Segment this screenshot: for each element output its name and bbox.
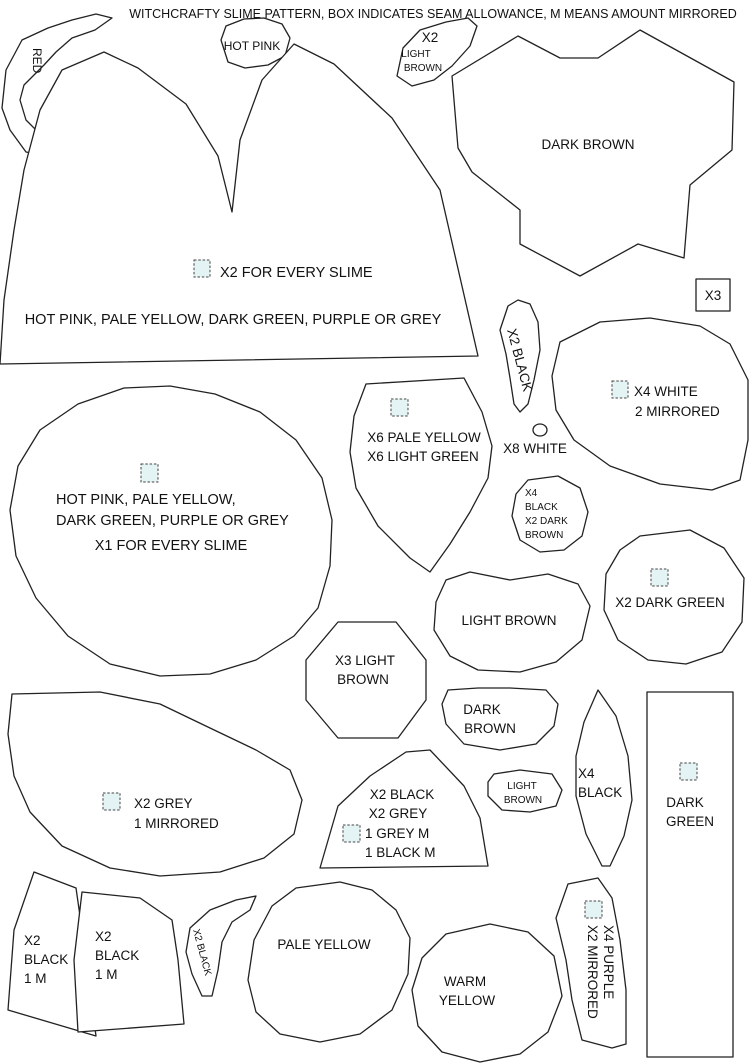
label-circle-count: X1 FOR EVERY SLIME	[95, 538, 248, 554]
label-x2-light-brown-1: X2	[422, 30, 439, 45]
label-pale-yellow-2: X6 LIGHT GREEN	[367, 449, 479, 464]
piece-dark-brown-large	[451, 29, 735, 277]
label-x2-light-brown-2: LIGHT	[401, 49, 430, 60]
label-x4-black-leaf-1: X4	[578, 766, 595, 781]
piece-light-brown-teardrop	[396, 17, 478, 87]
label-x4-purple-2: X2 MIRRORED	[585, 925, 600, 1019]
seam-box-body	[193, 259, 211, 278]
piece-hexagon	[305, 621, 427, 739]
piece-warm-yellow-circle	[411, 923, 563, 1063]
label-x8-white: X8 WHITE	[503, 441, 567, 456]
piece-light-brown-bean	[433, 571, 591, 673]
piece-black-left	[7, 871, 97, 1037]
seam-box-strip	[679, 762, 698, 781]
seam-box-dark-green	[650, 568, 669, 587]
label-x3-square: X3	[705, 288, 722, 303]
piece-black-leaf	[575, 689, 633, 867]
seam-box-purple	[584, 900, 603, 919]
label-black-right-1: X2	[95, 929, 112, 944]
label-black-left-1: X2	[24, 933, 41, 948]
label-x2-grey-2: 1 MIRRORED	[134, 816, 219, 831]
label-light-brown-tiny-1: LIGHT	[507, 781, 536, 792]
label-black-left-3: 1 M	[24, 971, 47, 986]
label-x4-white-1: X4 WHITE	[634, 384, 698, 399]
label-body-count: X2 FOR EVERY SLIME	[220, 265, 373, 281]
label-x2-light-brown-3: BROWN	[404, 63, 442, 74]
label-circle-colors-2: DARK GREEN, PURPLE OR GREY	[56, 513, 289, 529]
piece-large-circle	[9, 385, 333, 677]
piece-light-brown-tiny	[487, 769, 563, 813]
label-body-colors: HOT PINK, PALE YELLOW, DARK GREEN, PURPL…	[25, 312, 442, 328]
piece-black-curve	[499, 299, 541, 413]
label-light-brown-bean: LIGHT BROWN	[461, 613, 556, 628]
seam-box-circle	[140, 463, 159, 483]
seam-box-shield	[390, 398, 409, 417]
piece-hot-pink-oval	[220, 17, 291, 69]
label-hexagon-1: X3 LIGHT	[335, 653, 395, 668]
label-circle-colors-1: HOT PINK, PALE YELLOW,	[56, 492, 236, 508]
seam-box-dome	[342, 824, 361, 843]
piece-pale-yellow-circle	[247, 881, 411, 1043]
piece-red	[1, 13, 113, 156]
label-x4-purple-1: X4 PURPLE	[601, 925, 616, 999]
label-dome-4: 1 BLACK M	[365, 845, 436, 860]
label-red: RED	[30, 48, 44, 74]
piece-small-octagon	[511, 475, 589, 553]
label-black-left-2: BLACK	[24, 952, 68, 967]
label-x4-black-1: X4	[525, 488, 538, 499]
piece-white-large	[551, 317, 749, 491]
piece-black-right	[73, 891, 185, 1033]
label-pale-yellow-1: X6 PALE YELLOW	[367, 430, 481, 445]
label-x4-black-3: X2 DARK	[525, 516, 568, 527]
label-x4-black-2: BLACK	[525, 502, 558, 513]
label-x4-black-4: BROWN	[525, 530, 563, 541]
label-dome-2: X2 GREY	[369, 806, 428, 821]
piece-dark-green-strip	[646, 691, 734, 1058]
label-dark-green-strip-1: DARK	[666, 795, 704, 810]
label-black-right-3: 1 M	[95, 967, 118, 982]
piece-small-square	[695, 278, 731, 312]
seam-box-grey	[102, 792, 121, 811]
label-dark-brown-small-1: DARK	[463, 702, 501, 717]
label-dome-3: 1 GREY M	[365, 826, 429, 841]
seam-box-white	[611, 380, 629, 399]
label-x4-black-leaf-2: BLACK	[578, 785, 622, 800]
page-title: WITCHCRAFTY SLIME PATTERN, BOX INDICATES…	[129, 7, 736, 21]
piece-shield	[349, 377, 493, 573]
label-warm-yellow-1: WARM	[444, 974, 486, 989]
label-x2-grey-1: X2 GREY	[134, 796, 193, 811]
piece-black-small-curve	[185, 895, 257, 997]
piece-purple	[555, 877, 627, 1049]
label-dome-1: X2 BLACK	[370, 787, 435, 802]
label-dark-green-strip-2: GREEN	[666, 814, 714, 829]
label-x2-dark-green: X2 DARK GREEN	[615, 595, 725, 610]
label-hot-pink-small: HOT PINK	[224, 39, 280, 53]
label-hexagon-2: BROWN	[337, 672, 389, 687]
label-pale-yellow: PALE YELLOW	[277, 937, 371, 952]
label-warm-yellow-2: YELLOW	[439, 993, 496, 1008]
piece-grey-bean	[7, 691, 303, 877]
label-dark-brown-small-2: BROWN	[464, 721, 516, 736]
piece-body	[0, 43, 479, 365]
label-dark-brown-large: DARK BROWN	[541, 137, 634, 152]
piece-dome	[319, 749, 489, 869]
label-x4-white-2: 2 MIRRORED	[635, 404, 720, 419]
piece-dark-brown-small	[441, 687, 559, 751]
piece-dark-green-circle	[603, 529, 745, 665]
label-light-brown-tiny-2: BROWN	[504, 795, 542, 806]
piece-white-tiny	[532, 423, 548, 437]
label-black-right-2: BLACK	[95, 948, 139, 963]
